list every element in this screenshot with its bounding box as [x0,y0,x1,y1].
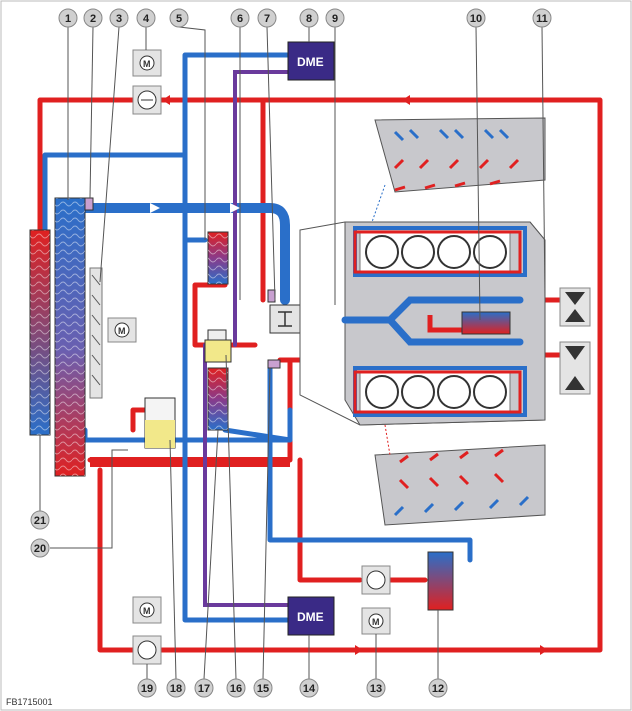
svg-text:M: M [118,326,126,336]
auxiliary-radiator [29,229,51,436]
svg-text:17: 17 [198,683,210,695]
heat-exchanger-upper [207,231,229,285]
svg-text:4: 4 [143,13,150,25]
callouts: 1 2 3 4 5 6 7 8 9 10 11 19 18 17 16 15 1… [30,8,552,698]
svg-text:9: 9 [332,13,338,25]
svg-text:2: 2 [90,13,96,25]
callout-9: 9 [325,8,345,28]
svg-text:DME: DME [297,610,324,624]
svg-text:1: 1 [65,13,71,25]
svg-text:10: 10 [470,13,482,25]
temperature-sensor [84,197,94,211]
svg-text:16: 16 [230,683,242,695]
electrical-lines [203,70,292,607]
svg-text:5: 5 [176,13,182,25]
radiator-fan: M [89,267,137,399]
callout-10: 10 [466,8,486,28]
svg-text:19: 19 [141,683,153,695]
callout-7: 7 [257,8,277,28]
callout-3: 3 [109,8,129,28]
callout-5: 5 [169,8,189,28]
expansion-tank [144,397,176,449]
electric-pump-top: M [132,49,162,115]
svg-text:11: 11 [536,13,548,25]
svg-text:3: 3 [116,13,122,25]
dme-unit-bottom: DME [287,596,335,636]
svg-text:20: 20 [34,543,46,555]
cold-main-pipe [80,203,290,305]
electric-pump-left: M [132,596,162,665]
callout-21: 21 [30,510,50,530]
svg-text:M: M [143,59,151,69]
svg-text:DME: DME [297,55,324,69]
callout-17: 17 [194,678,214,698]
svg-text:12: 12 [432,683,444,695]
figure-code: FB1715001 [6,697,53,707]
callout-2: 2 [83,8,103,28]
svg-text:7: 7 [264,13,270,25]
dme-unit-top: DME [287,41,335,81]
svg-text:14: 14 [303,683,316,695]
callout-13: 13 [366,678,386,698]
svg-text:21: 21 [34,515,46,527]
svg-text:15: 15 [257,683,269,695]
engine-block [299,221,546,426]
callout-20: 20 [30,538,50,558]
auxiliary-cooler [427,551,454,611]
callout-6: 6 [230,8,250,28]
callout-12: 12 [428,678,448,698]
callout-18: 18 [166,678,186,698]
main-radiator [54,197,86,477]
control-valve [204,339,232,363]
electric-pump-right: M [361,565,391,635]
turbocharger-upper [559,287,591,327]
callout-4: 4 [136,8,156,28]
svg-text:M: M [372,617,380,627]
svg-text:8: 8 [306,13,312,25]
callout-11: 11 [532,8,552,28]
callout-15: 15 [253,678,273,698]
svg-text:13: 13 [370,683,382,695]
callout-1: 1 [58,8,78,28]
flow-arrows [150,95,548,655]
callout-8: 8 [299,8,319,28]
callout-leaders [39,26,546,680]
thermostat [267,289,301,369]
svg-text:6: 6 [237,13,243,25]
callout-16: 16 [226,678,246,698]
turbocharger-lower [559,341,591,395]
svg-text:M: M [143,606,151,616]
callout-19: 19 [137,678,157,698]
svg-text:18: 18 [170,683,182,695]
cylinder-head-lower [374,444,546,526]
cylinder-head-upper [374,117,546,193]
heat-exchanger-lower [207,367,229,431]
callout-14: 14 [299,678,319,698]
